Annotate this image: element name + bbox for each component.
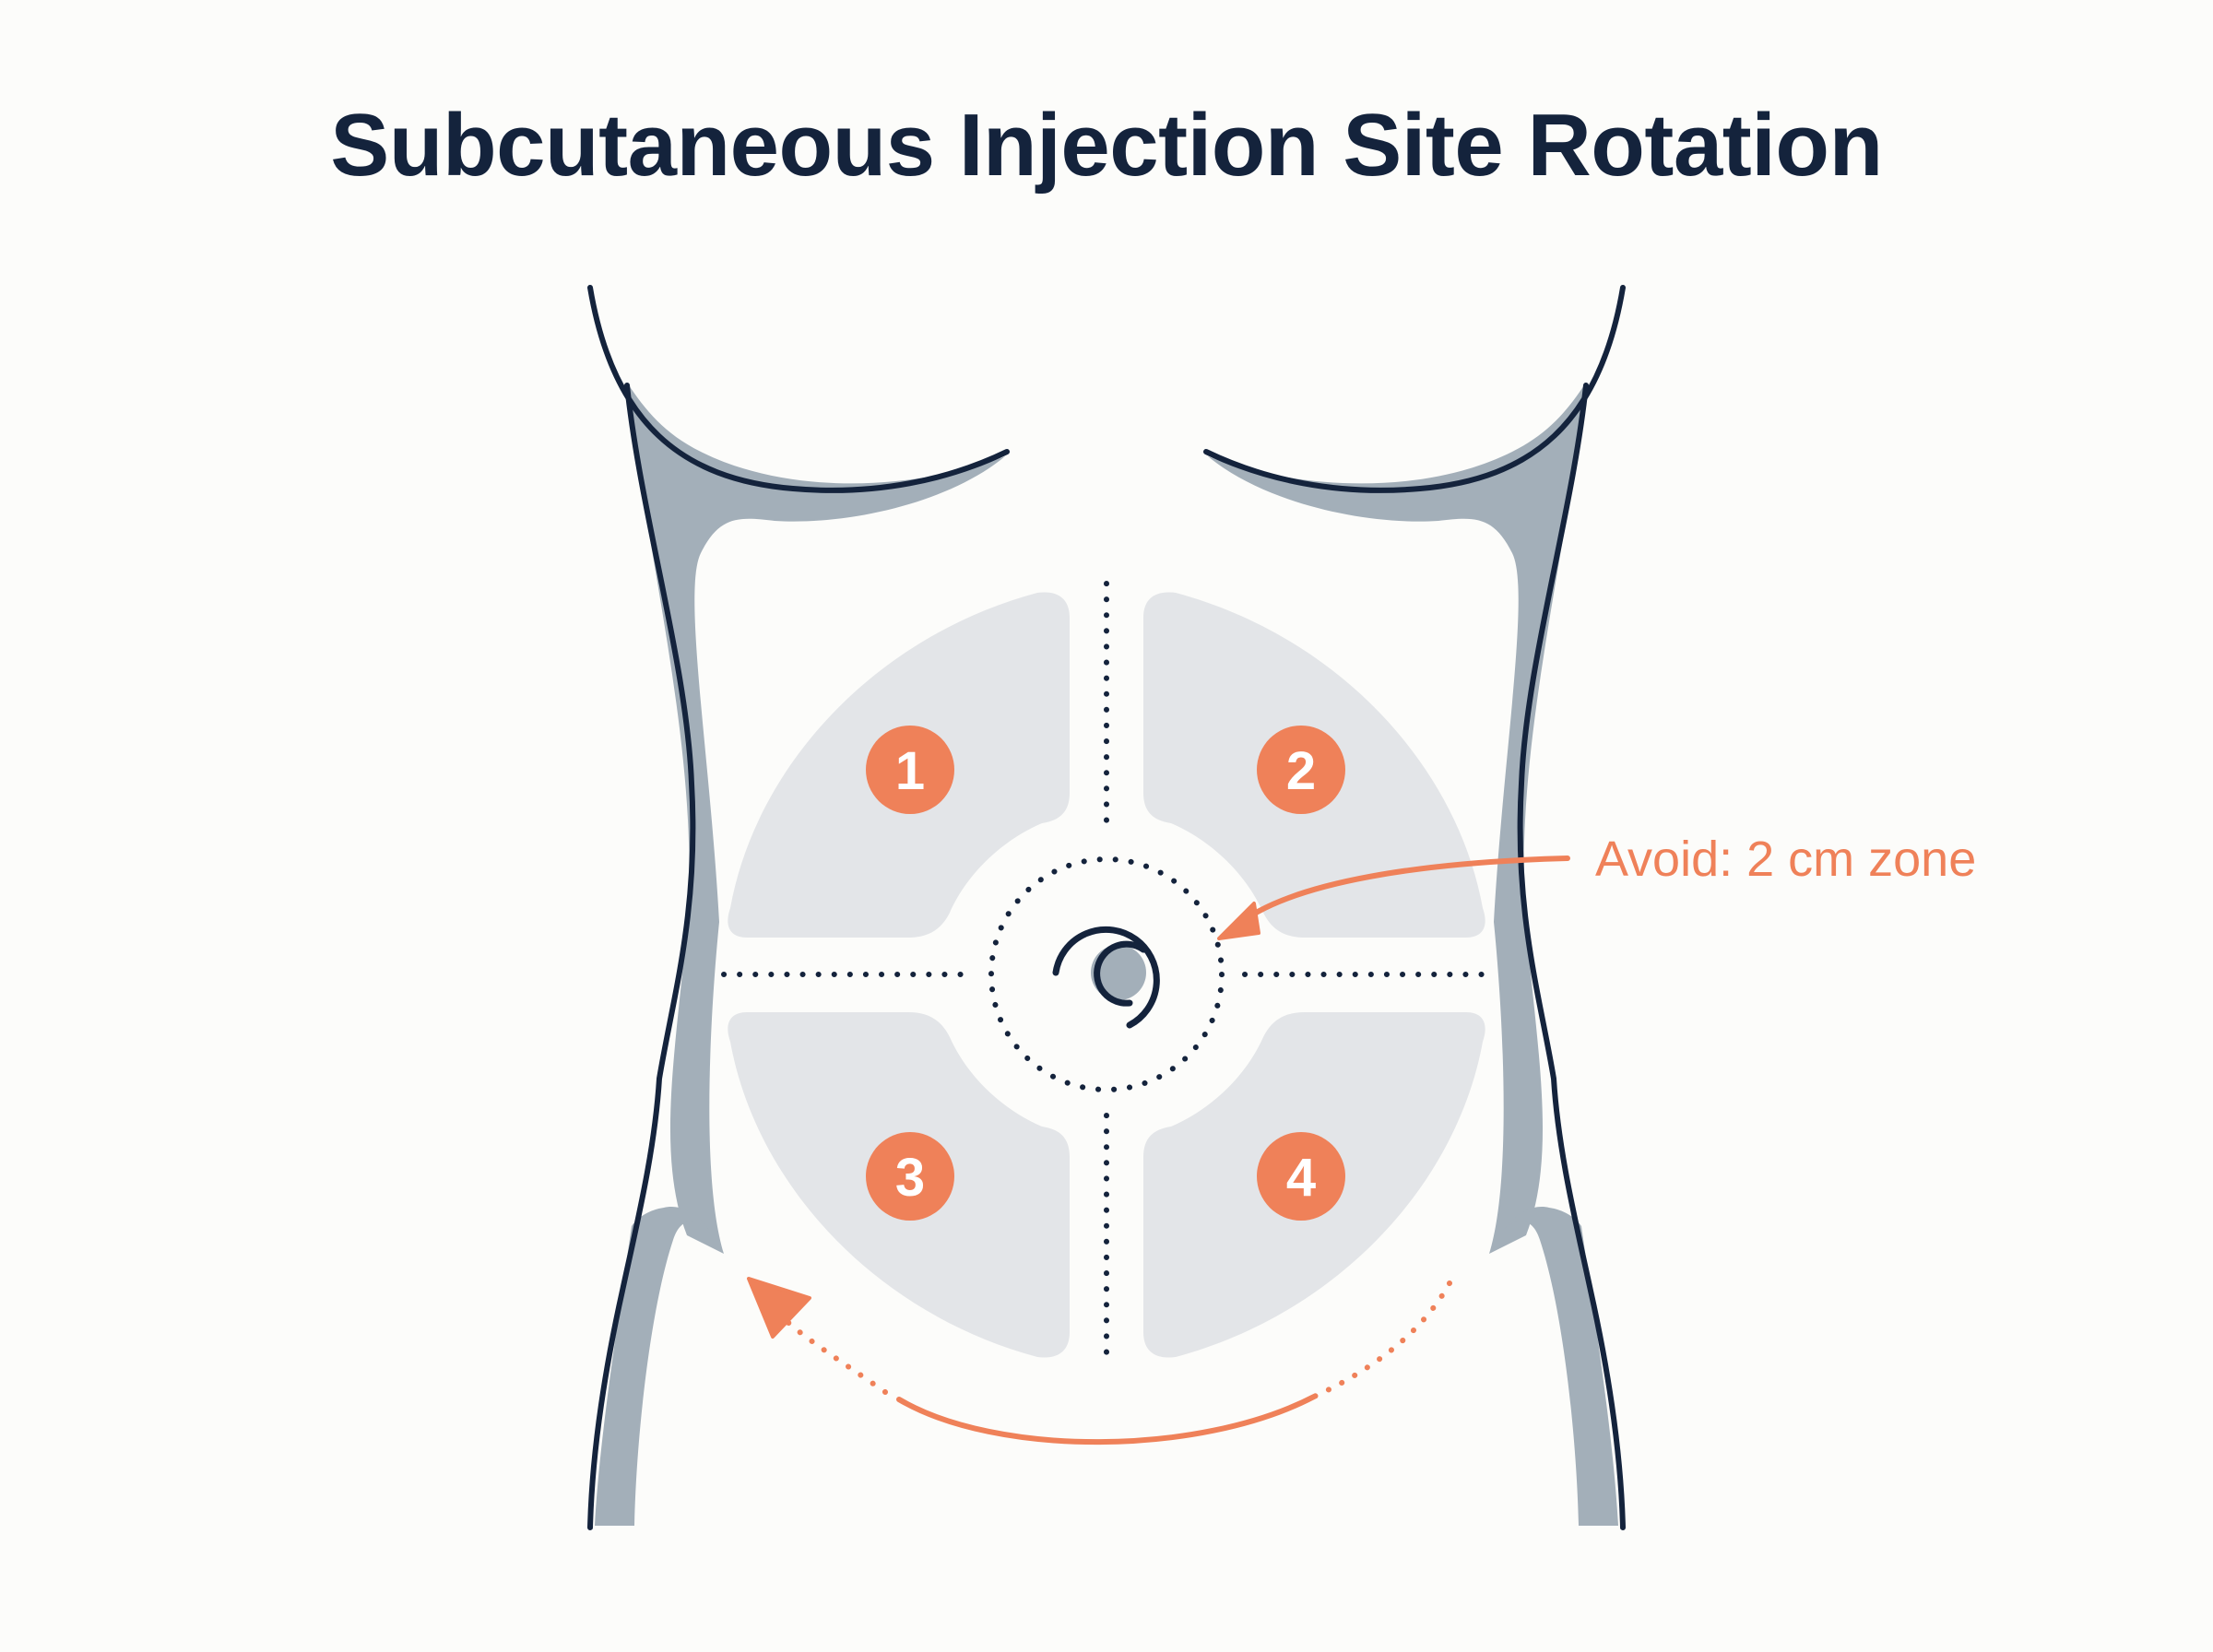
rotation-arrow-dotted-left: [781, 1316, 888, 1395]
navel-icon: [1052, 926, 1160, 1029]
callout-arrow-icon: [1233, 856, 1570, 929]
zone-1-badge: 1: [866, 726, 954, 814]
left-side-line: [587, 383, 696, 1530]
right-side-line: [1517, 383, 1626, 1530]
rotation-arrow-dotted-right: [1311, 1280, 1452, 1399]
zone-2-number: 2: [1286, 741, 1316, 801]
left-shoulder-line: [587, 285, 1010, 493]
callout-label: Avoid: 2 cm zone: [1595, 832, 1976, 887]
avoid-callout: Avoid: 2 cm zone: [1217, 832, 1976, 940]
page-title: Subcutaneous Injection Site Rotation: [330, 96, 1883, 195]
zone-4-number: 4: [1286, 1148, 1316, 1208]
zone-1-number: 1: [895, 741, 925, 801]
avoid-zone-circle: [988, 856, 1225, 1092]
rotation-arrowhead: [747, 1277, 811, 1339]
zone-3-badge: 3: [866, 1132, 954, 1221]
right-hip-shadow: [1503, 1207, 1618, 1526]
rotation-arrow-icon: [747, 1277, 1452, 1446]
divider-lines: [721, 581, 1492, 1369]
torso-outline: [587, 285, 1626, 1530]
callout-arrowhead: [1217, 902, 1260, 940]
zone-4-badge: 4: [1257, 1132, 1345, 1221]
zone-3-number: 3: [895, 1148, 925, 1208]
zone-2-badge: 2: [1257, 726, 1345, 814]
right-shoulder-line: [1203, 285, 1626, 493]
left-hip-shadow: [595, 1207, 710, 1526]
rotation-arrow-solid: [896, 1394, 1317, 1446]
